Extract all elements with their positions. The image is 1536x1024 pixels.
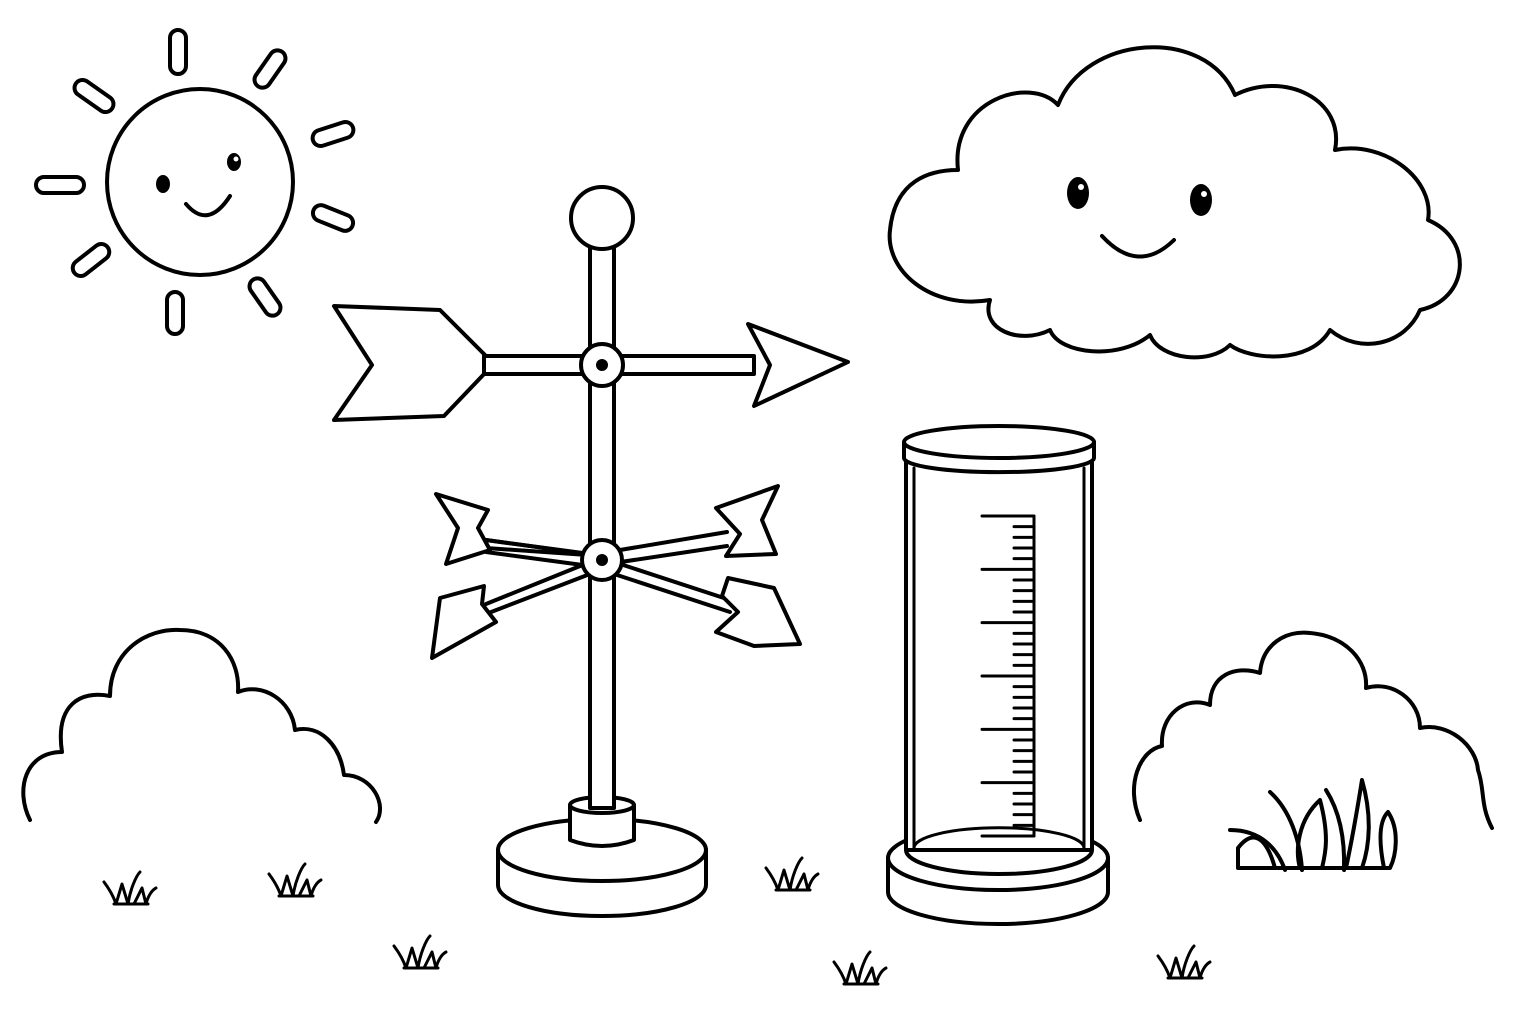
grass-tuft [392, 934, 448, 970]
weather-vane-icon [332, 185, 850, 918]
sun-rays [34, 28, 356, 336]
cloud-icon [887, 45, 1462, 360]
bush-icon [21, 627, 382, 824]
sun-face [156, 153, 241, 218]
grass-tuft [764, 856, 820, 892]
grass-tuft [1156, 944, 1212, 980]
grass-tuft [832, 950, 888, 986]
grass-tuft [102, 870, 158, 906]
rain-gauge-icon [886, 424, 1110, 926]
vane-arrow [332, 304, 850, 422]
gauge-scale [980, 514, 1036, 838]
sun-icon [34, 28, 356, 336]
direction-arrows [430, 484, 802, 660]
grass-tufts [102, 856, 1212, 986]
grass-tuft [267, 862, 323, 898]
weather-vane-base [496, 795, 708, 918]
bush-icon [1131, 630, 1494, 830]
cloud-face [1067, 177, 1212, 259]
grass-icon [1228, 778, 1398, 872]
weather-vane-pole [588, 244, 616, 810]
vane-finial [569, 185, 635, 251]
